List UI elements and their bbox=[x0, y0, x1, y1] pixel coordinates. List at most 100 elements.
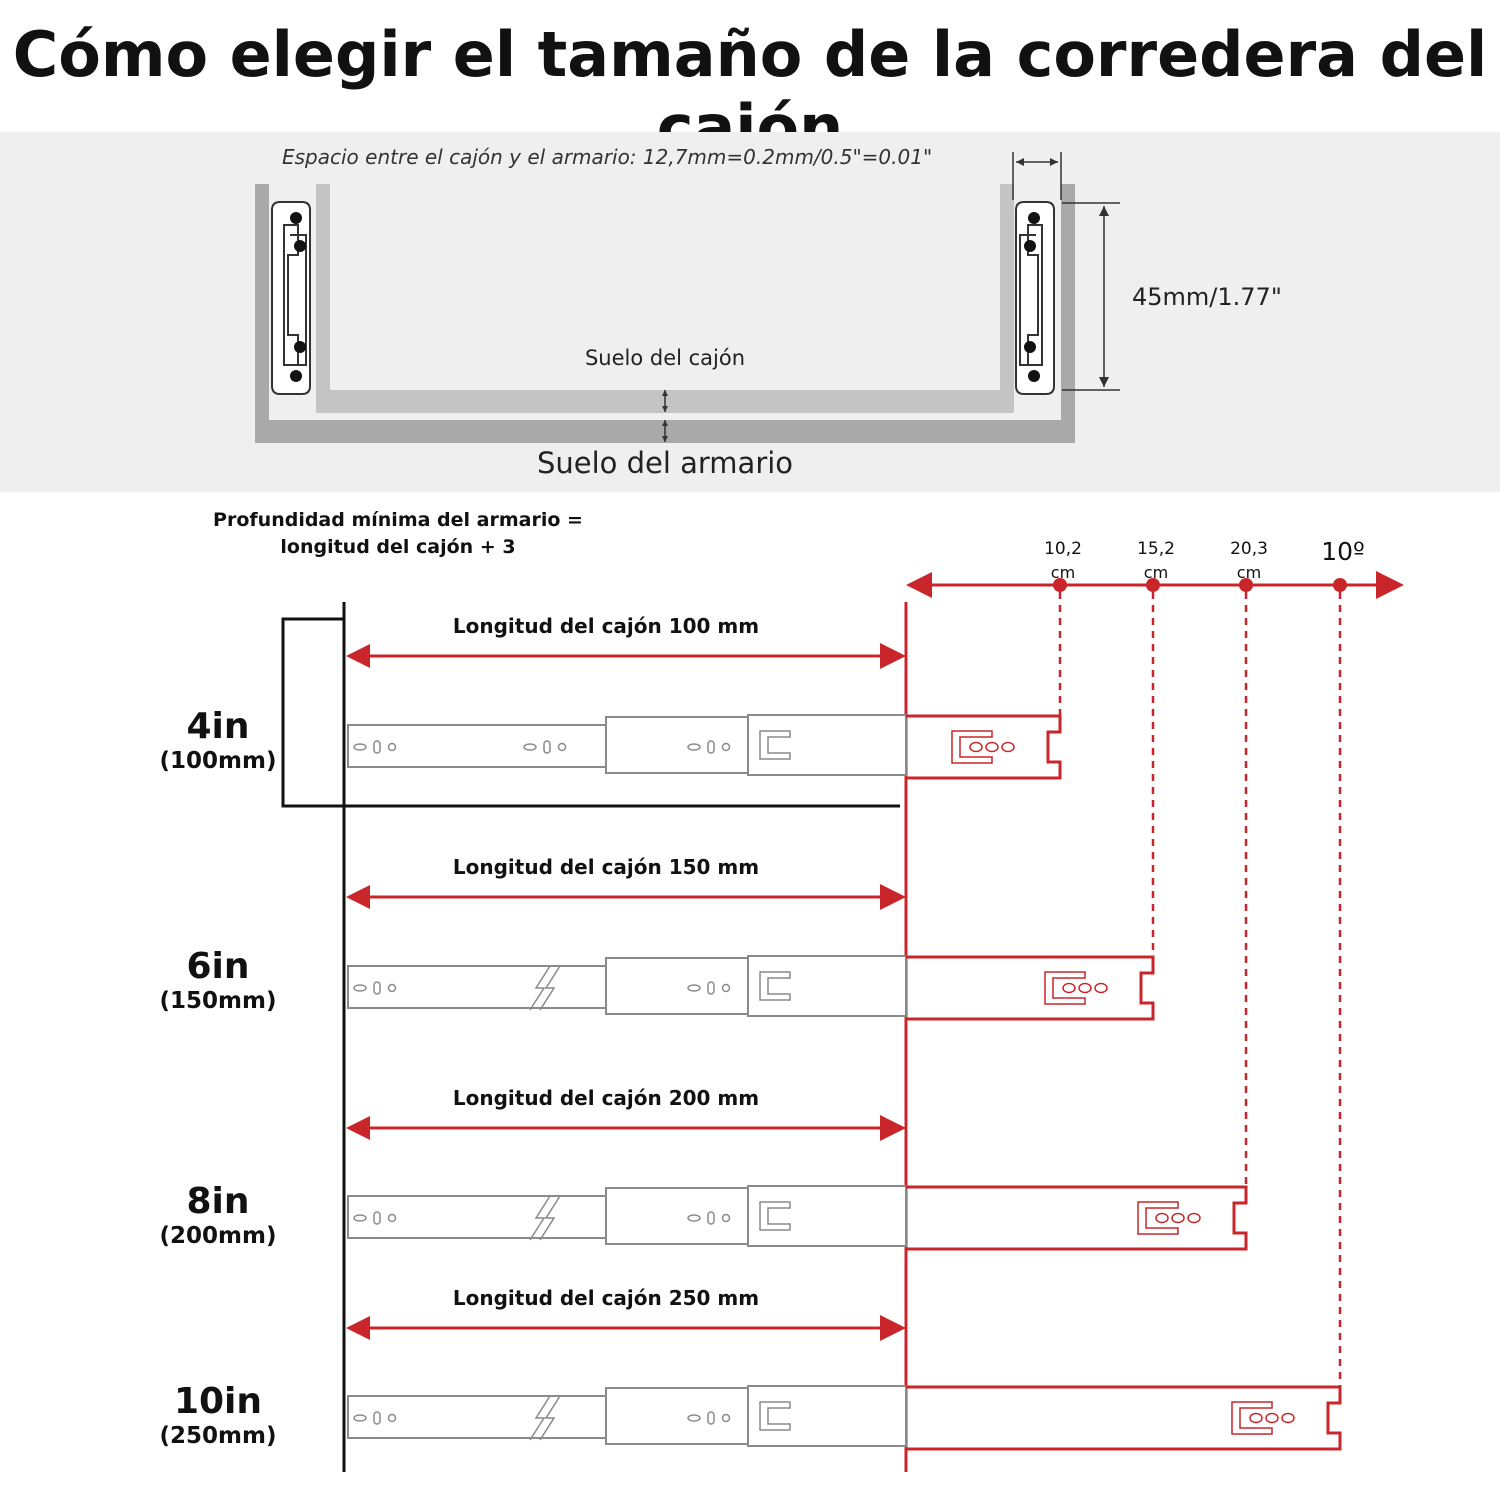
break-mark-icon bbox=[539, 1395, 561, 1441]
slot-icon bbox=[373, 981, 381, 995]
depth-note-line2: longitud del cajón + 3 bbox=[280, 536, 515, 558]
scale-tick-unit: cm bbox=[1144, 563, 1168, 582]
slide-row: Longitud del cajón 200 mm 8in(200mm) bbox=[160, 592, 1248, 1251]
slide-size: 8in bbox=[186, 1181, 249, 1222]
slide-profile-right bbox=[1015, 201, 1055, 395]
length-arrow-head-left bbox=[346, 1316, 370, 1340]
length-arrow-head-right bbox=[880, 884, 906, 910]
extended-hole-icon bbox=[1094, 982, 1108, 994]
extended-hole-icon bbox=[1155, 1212, 1169, 1224]
slot-icon bbox=[687, 1214, 701, 1222]
outer-rail bbox=[347, 1195, 607, 1239]
extended-hole-icon bbox=[1281, 1412, 1295, 1424]
middle-rail bbox=[605, 1387, 749, 1445]
length-label: Longitud del cajón 200 mm bbox=[453, 1086, 759, 1110]
scale-tick-dot bbox=[1053, 578, 1067, 592]
slide-size: 4in bbox=[186, 706, 249, 747]
scale-tick-value: 10,2 bbox=[1044, 539, 1082, 559]
extended-hole-icon bbox=[985, 741, 999, 753]
extended-rail bbox=[906, 955, 1155, 1021]
rail-bracket-icon bbox=[759, 971, 791, 1001]
outer-rail bbox=[347, 724, 607, 768]
slot-icon bbox=[353, 1214, 367, 1222]
extended-bracket-icon bbox=[1231, 1401, 1273, 1435]
scale-tick-dot bbox=[1333, 578, 1347, 592]
extended-hole-icon bbox=[1001, 741, 1015, 753]
cabinet-right-wall bbox=[1061, 184, 1075, 443]
slot-icon bbox=[373, 740, 381, 754]
scale-tick-value: 10º bbox=[1321, 537, 1365, 566]
scale-tick-unit: cm bbox=[1237, 563, 1261, 582]
height-label: 45mm/1.77" bbox=[1132, 283, 1282, 311]
outer-rail bbox=[347, 1395, 607, 1439]
slot-icon bbox=[373, 1211, 381, 1225]
slot-icon bbox=[687, 743, 701, 751]
length-label: Longitud del cajón 150 mm bbox=[453, 855, 759, 879]
slot-icon bbox=[353, 743, 367, 751]
length-label: Longitud del cajón 100 mm bbox=[453, 614, 759, 638]
drawer-floor-label: Suelo del cajón bbox=[585, 346, 745, 370]
cabinet-floor-label: Suelo del armario bbox=[537, 446, 793, 480]
slide-size: 10in bbox=[174, 1381, 262, 1422]
extended-bracket-icon bbox=[1137, 1201, 1179, 1235]
depth-note-line1: Profundidad mínima del armario = bbox=[213, 509, 583, 531]
length-label: Longitud del cajón 250 mm bbox=[453, 1286, 759, 1310]
gap-note: Espacio entre el cajón y el armario: 12,… bbox=[282, 145, 932, 169]
middle-rail bbox=[605, 1187, 749, 1245]
extended-hole-icon bbox=[1078, 982, 1092, 994]
extended-rail bbox=[906, 714, 1062, 780]
slot-icon bbox=[387, 983, 397, 993]
inner-rail bbox=[747, 1385, 907, 1447]
inner-rail bbox=[747, 714, 907, 776]
slot-icon bbox=[353, 984, 367, 992]
slot-icon bbox=[721, 983, 731, 993]
drawer-right-wall bbox=[1000, 184, 1014, 413]
slide-size-metric: (250mm) bbox=[160, 1423, 277, 1449]
scale-tick-unit: cm bbox=[1051, 563, 1075, 582]
slot-icon bbox=[721, 1213, 731, 1223]
page-title: Cómo elegir el tamaño de la corredera de… bbox=[12, 18, 1488, 164]
rail-bracket-icon bbox=[759, 1201, 791, 1231]
break-mark-icon bbox=[529, 1395, 551, 1441]
outer-rail bbox=[347, 965, 607, 1009]
cross-section: Espacio entre el cajón y el armario: 12,… bbox=[255, 145, 1282, 480]
cabinet-outline-4in bbox=[281, 617, 900, 808]
middle-rail bbox=[605, 716, 749, 774]
length-arrow-head-right bbox=[880, 1315, 906, 1341]
extended-hole-icon bbox=[969, 741, 983, 753]
slide-size-metric: (150mm) bbox=[160, 988, 277, 1014]
slide-size: 6in bbox=[186, 946, 249, 987]
length-arrow-head-right bbox=[880, 643, 906, 669]
extended-bracket-icon bbox=[951, 730, 993, 764]
slot-icon bbox=[387, 1213, 397, 1223]
slot-icon bbox=[707, 981, 715, 995]
extended-hole-icon bbox=[1265, 1412, 1279, 1424]
extended-hole-icon bbox=[1062, 982, 1076, 994]
rail-bracket-icon bbox=[759, 730, 791, 760]
middle-rail bbox=[605, 957, 749, 1015]
extended-hole-icon bbox=[1171, 1212, 1185, 1224]
inner-rail bbox=[747, 1185, 907, 1247]
length-arrow-head-left bbox=[346, 1116, 370, 1140]
break-mark-icon bbox=[539, 1195, 561, 1241]
extended-rail bbox=[906, 1185, 1248, 1251]
scale-tick-dot bbox=[1239, 578, 1253, 592]
slot-icon bbox=[707, 1211, 715, 1225]
extended-bracket-icon bbox=[1044, 971, 1086, 1005]
inner-rail bbox=[747, 955, 907, 1017]
slot-icon bbox=[707, 1411, 715, 1425]
slot-icon bbox=[707, 740, 715, 754]
scale-tick-dot bbox=[1146, 578, 1160, 592]
slide-row: Longitud del cajón 150 mm 6in(150mm) bbox=[160, 592, 1155, 1021]
slide-size-metric: (200mm) bbox=[160, 1223, 277, 1249]
length-arrow-head-right bbox=[880, 1115, 906, 1141]
slot-icon bbox=[387, 742, 397, 752]
slide-profile-left bbox=[271, 201, 311, 395]
slot-icon bbox=[721, 742, 731, 752]
slot-icon bbox=[353, 1414, 367, 1422]
extended-hole-icon bbox=[1187, 1212, 1201, 1224]
cabinet-left-wall bbox=[255, 184, 269, 443]
